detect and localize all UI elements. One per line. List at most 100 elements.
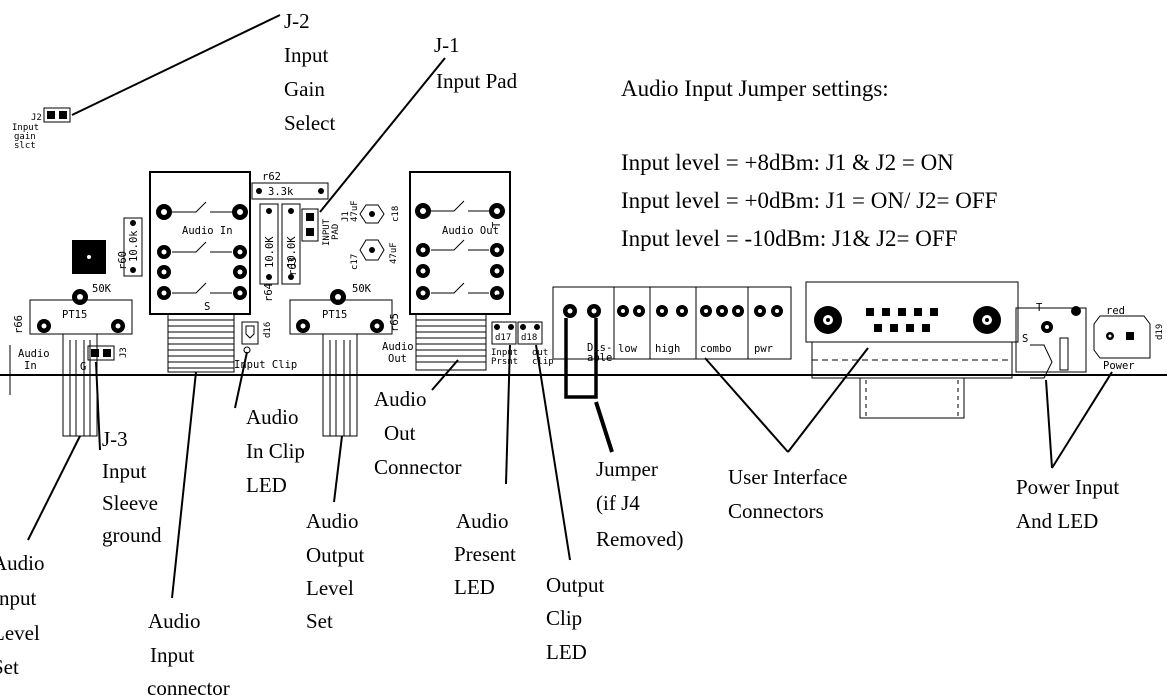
settings-heading: Audio Input Jumper settings:: [621, 76, 889, 101]
j2-desc-2: gain: [14, 132, 36, 142]
audio-out-s: S: [491, 294, 503, 300]
settings-line-2: Input level = +0dBm: J1 = ON/ J2= OFF: [621, 188, 997, 213]
db-connector: [805, 281, 1019, 419]
r62-resistor: r62 3.3k: [251, 171, 329, 200]
svg-text:Input Pad: Input Pad: [436, 69, 518, 93]
input-prsnt-2: Prsnt: [491, 357, 518, 367]
callout-audio-out-connector: Audio Out Connector: [374, 387, 461, 479]
j1-desc-2: PAD: [331, 224, 341, 240]
high-silk: high: [655, 343, 680, 355]
r65-ref: r65: [389, 313, 401, 332]
svg-text:Select: Select: [284, 111, 335, 135]
audio-in-silk: Audio In: [182, 225, 233, 237]
d17-led: d17 Input Prsnt: [491, 321, 518, 367]
red-silk: red: [1106, 305, 1125, 317]
callout-jumper: Jumper (if J4 Removed): [596, 457, 683, 551]
leader-present: [505, 344, 511, 485]
svg-text:Sleeve: Sleeve: [102, 491, 158, 515]
j3-g: G: [80, 361, 86, 373]
svg-text:Output: Output: [306, 543, 365, 567]
settings-line-3: Input level = -10dBm: J1& J2= OFF: [621, 226, 957, 251]
out-clip-1: out: [532, 348, 548, 358]
leader-ui-2: [787, 347, 869, 453]
combo-silk: combo: [700, 343, 732, 355]
r63-ref: r63: [287, 257, 299, 276]
svg-text:Clip: Clip: [546, 606, 582, 630]
svg-text:And LED: And LED: [1016, 509, 1098, 533]
j2-jumper: J2 Input gain slct: [12, 107, 71, 151]
callout-audio-present: Audio Present LED: [454, 509, 516, 599]
leader-output-level: [333, 435, 343, 503]
leader-j2: [71, 14, 281, 116]
output-level-pot: 50K PT15 r65 Audio Out: [289, 283, 414, 437]
svg-text:Jumper: Jumper: [596, 457, 658, 481]
svg-text:Level: Level: [0, 621, 40, 645]
callout-audio-in-clip: Audio In Clip LED: [246, 405, 305, 497]
leader-power-1: [1045, 379, 1053, 469]
svg-text:Gain: Gain: [284, 77, 325, 101]
callout-audio-input-level: Audio Input Level Set: [0, 551, 45, 679]
svg-text:User Interface: User Interface: [728, 465, 848, 489]
leader-jumper: [594, 401, 614, 453]
audio-out-label-2: Out: [388, 353, 407, 365]
pot-right-val: 50K: [352, 283, 372, 295]
j2-ref: J2: [31, 113, 42, 123]
j2-desc-1: Input: [12, 123, 39, 133]
svg-text:Level: Level: [306, 576, 354, 600]
input-clip-silk: Input Clip: [234, 359, 297, 371]
audio-in-s: S: [204, 301, 210, 313]
leader-power-2: [1051, 371, 1113, 469]
svg-text:ground: ground: [102, 523, 162, 547]
callout-j2: J-2 Input Gain Select: [284, 9, 335, 135]
svg-text:Input: Input: [284, 43, 328, 67]
callout-audio-input-connector: Audio Input connector: [147, 609, 230, 700]
pot-right-part: PT15: [322, 309, 347, 321]
svg-text:LED: LED: [246, 473, 287, 497]
c17-ref: c17: [350, 254, 360, 270]
svg-text:Audio: Audio: [148, 609, 201, 633]
r60-ref: r60: [117, 251, 129, 270]
j3-jumper: J3 G: [80, 345, 129, 373]
svg-text:Audio: Audio: [246, 405, 299, 429]
callout-audio-output-level: Audio Output Level Set: [306, 509, 365, 633]
c18-val: 47uF: [350, 200, 360, 222]
c17-val: 47uF: [389, 242, 399, 264]
svg-text:LED: LED: [454, 575, 495, 599]
pwr-silk: pwr: [754, 343, 773, 355]
c18-capacitor: 47uF c18: [350, 200, 401, 224]
leader-in-clip: [234, 351, 248, 409]
d16-led: d16 Input Clip: [234, 321, 297, 371]
input-prsnt-1: Input: [491, 348, 518, 358]
svg-text:Removed): Removed): [596, 527, 683, 551]
disable-1: Dis-: [587, 342, 612, 354]
callout-user-interface: User Interface Connectors: [728, 465, 848, 523]
d18-led: d18 out clip: [517, 321, 554, 367]
power-jack-t: T: [1036, 302, 1043, 314]
r62-val: 3.3k: [268, 186, 294, 198]
leader-j3: [95, 361, 101, 451]
leader-input-connector: [171, 371, 197, 599]
d17-ref: d17: [495, 333, 511, 343]
pot-left-part: PT15: [62, 309, 87, 321]
callout-output-clip: Output Clip LED: [546, 573, 605, 664]
r63-resistor: 10.0K r63: [281, 203, 301, 285]
r64-ref: r64: [263, 283, 275, 302]
c18-ref: c18: [391, 206, 401, 222]
svg-text:LED: LED: [546, 640, 587, 664]
audio-in-jack: Audio In S: [149, 171, 251, 373]
svg-text:Present: Present: [454, 542, 516, 566]
jumper-u-shape: [564, 318, 598, 399]
audio-out-jack: Audio Out S T: [409, 171, 511, 371]
r64-val: 10.0K: [264, 236, 276, 268]
svg-text:Out: Out: [384, 421, 416, 445]
leader-out-connector: [431, 359, 459, 391]
audio-out-silk: Audio Out: [442, 225, 499, 237]
d19-led: red d19 Power: [1093, 305, 1165, 372]
svg-text:Set: Set: [306, 609, 333, 633]
svg-text:Input: Input: [102, 459, 146, 483]
out-clip-2: clip: [532, 357, 554, 367]
d19-ref: d19: [1155, 324, 1165, 340]
svg-text:J-2: J-2: [284, 9, 310, 33]
r62-ref: r62: [262, 171, 281, 183]
